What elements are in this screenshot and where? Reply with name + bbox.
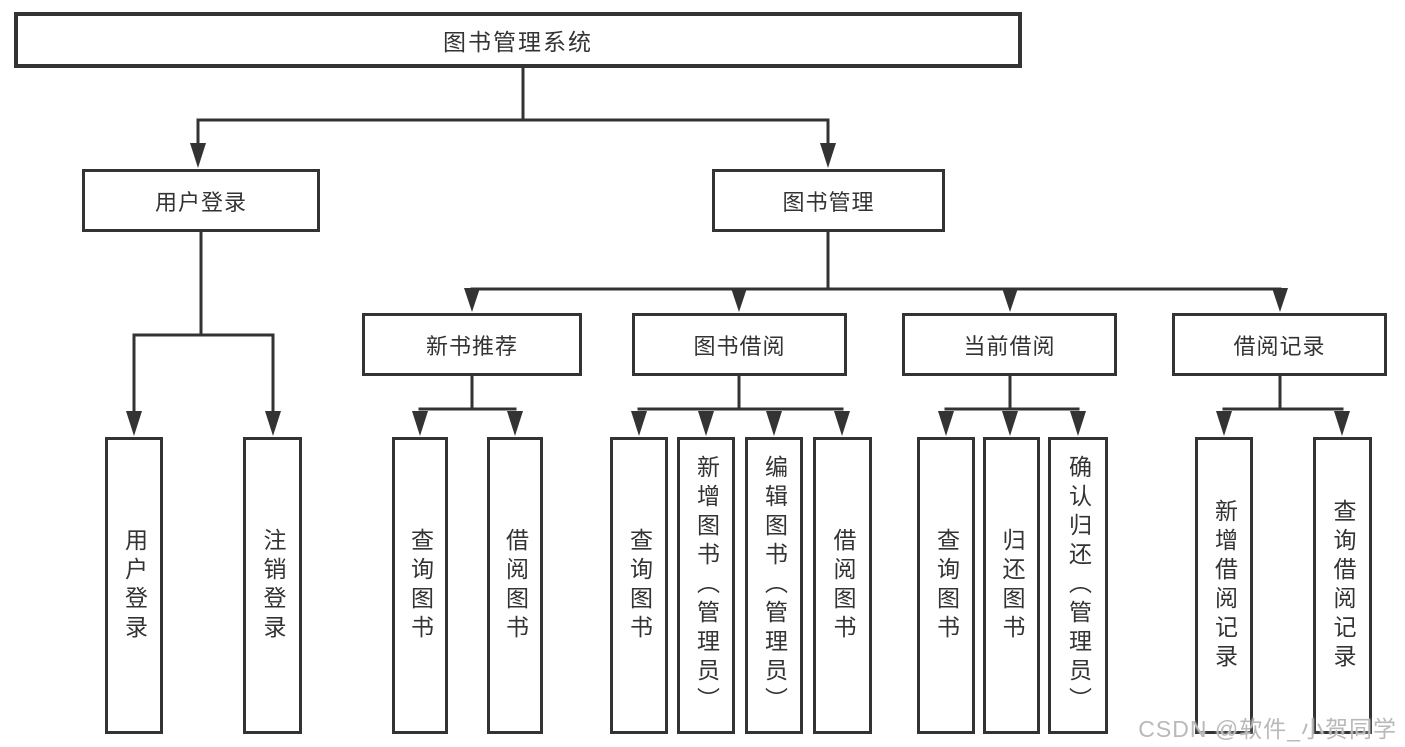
leaf-label: 借阅图书 xyxy=(830,527,856,644)
leaf-label: 确认归还（管理员） xyxy=(1065,455,1092,716)
leaf-label: 查询借阅记录 xyxy=(1330,498,1356,673)
leaf-current-confirm-return-admin: 确认归还（管理员） xyxy=(1048,437,1108,734)
leaf-newbooks-query-books: 查询图书 xyxy=(392,437,448,734)
node-label: 用户登录 xyxy=(154,189,247,215)
node-book-management: 图书管理 xyxy=(712,169,945,232)
node-user-login: 用户登录 xyxy=(82,169,320,232)
node-label: 图书借阅 xyxy=(693,333,786,359)
leaf-label: 新增借阅记录 xyxy=(1211,498,1238,673)
leaf-label: 编辑图书（管理员） xyxy=(761,455,788,716)
leaf-label: 用户登录 xyxy=(121,527,148,644)
node-current-borrowing: 当前借阅 xyxy=(902,313,1117,376)
leaf-label: 归还图书 xyxy=(999,527,1025,644)
node-new-book-recommend: 新书推荐 xyxy=(362,313,582,376)
leaf-borrow-add-books-admin: 新增图书（管理员） xyxy=(677,437,735,734)
leaf-label: 新增图书（管理员） xyxy=(693,455,720,716)
leaf-label: 查询图书 xyxy=(626,527,653,644)
leaf-label: 借阅图书 xyxy=(502,527,529,644)
node-label: 借阅记录 xyxy=(1233,333,1326,359)
leaf-user-login: 用户登录 xyxy=(105,437,163,734)
arrowheads xyxy=(126,143,1350,436)
leaf-records-add-record: 新增借阅记录 xyxy=(1195,437,1253,734)
node-label: 新书推荐 xyxy=(425,333,518,359)
leaf-current-return-books: 归还图书 xyxy=(983,437,1040,734)
node-label: 当前借阅 xyxy=(963,333,1056,359)
leaf-newbooks-borrow-books: 借阅图书 xyxy=(487,437,543,734)
node-label: 图书管理系统 xyxy=(443,29,593,55)
node-book-borrowing: 图书借阅 xyxy=(632,313,847,376)
leaf-records-query-record: 查询借阅记录 xyxy=(1313,437,1372,734)
node-label: 图书管理 xyxy=(782,189,875,215)
leaf-label: 查询图书 xyxy=(933,527,960,644)
leaf-borrow-query-books: 查询图书 xyxy=(610,437,668,734)
leaf-current-query-books: 查询图书 xyxy=(917,437,975,734)
node-borrowing-records: 借阅记录 xyxy=(1172,313,1387,376)
csdn-watermark: CSDN @软件_小贺同学 xyxy=(1138,716,1397,742)
leaf-borrow-edit-books-admin: 编辑图书（管理员） xyxy=(745,437,803,734)
leaf-borrow-borrow-books: 借阅图书 xyxy=(813,437,872,734)
node-root-library-system: 图书管理系统 xyxy=(14,12,1022,68)
leaf-logout-login: 注销登录 xyxy=(243,437,302,734)
connector-lines xyxy=(132,66,1344,415)
leaf-label: 注销登录 xyxy=(260,527,286,644)
leaf-label: 查询图书 xyxy=(407,527,434,644)
